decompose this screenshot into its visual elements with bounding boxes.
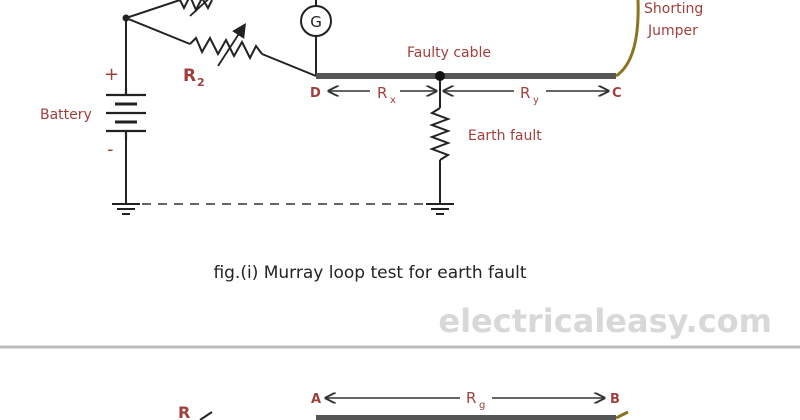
ry-label: R [520,84,530,102]
variable-resistor-r2-icon [189,22,263,67]
site-watermark: electricaleasy.com [438,302,772,340]
rg-subscript: g [479,400,485,411]
battery-icon [106,88,146,140]
rx-subscript: x [390,95,396,106]
battery-label: Battery [40,107,92,123]
shorting-jumper [615,0,640,78]
r2-label: R [183,66,196,86]
battery-plus-label: + [104,64,119,85]
node-d-label: D [310,86,321,101]
ground-left-icon [112,203,140,215]
shorting-jumper-label-line1: Shorting [644,1,703,17]
galvanometer-label: G [310,13,322,31]
figure-two: A B R g R [178,389,629,420]
galvanometer-icon: G [300,5,332,37]
rg-label: R [466,389,476,407]
figure-one-caption: fig.(i) Murray loop test for earth fault [213,263,526,283]
ry-subscript: y [533,95,539,106]
battery-minus-label: - [107,139,114,160]
figure-one: R 2 + - Battery G Faulty cable Shorting … [40,0,703,283]
rx-label: R [377,84,387,102]
r-partial-label: R [178,403,190,420]
r2-subscript: 2 [197,76,205,89]
circuit-wires [125,0,441,203]
earth-fault-label: Earth fault [468,128,542,144]
jumper-figure-two [615,410,629,420]
fault-point-dot [435,71,445,81]
variable-resistor-r1-icon [179,0,213,17]
faulty-cable-label: Faulty cable [407,45,491,61]
shorting-jumper-label-line2: Jumper [647,23,698,39]
earth-fault-resistor-icon [429,107,451,161]
wire-figure-two [199,411,213,420]
node-a-label: A [311,392,321,407]
node-b-label: B [610,392,620,407]
node-c-label: C [612,86,622,101]
junction-dot [122,14,130,22]
ground-right-icon [426,203,454,215]
